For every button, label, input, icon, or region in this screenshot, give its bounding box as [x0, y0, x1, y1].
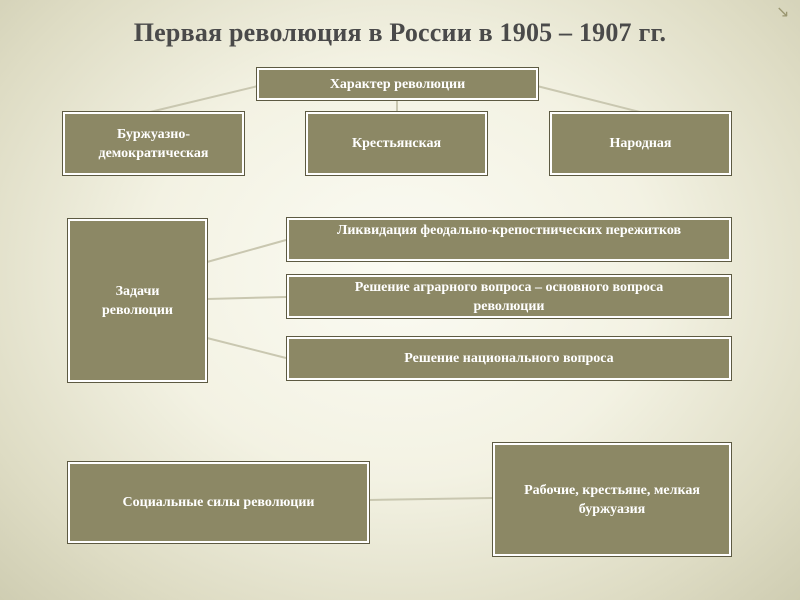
task-item-label: Решение аграрного вопроса – основного во…	[354, 280, 664, 314]
task-item-label: Ликвидация феодально-крепостнических пер…	[336, 223, 682, 238]
connector-tasks-2	[206, 296, 287, 300]
forces-header-label: Социальные силы революции	[122, 495, 315, 510]
connector-tasks-1	[206, 239, 287, 263]
connector-forces	[368, 497, 493, 501]
character-header-box: Характер революции	[256, 67, 539, 101]
task-item-label: Решение национального вопроса	[404, 351, 614, 366]
tasks-header-box: Задачи революции	[67, 218, 208, 383]
character-item-popular: Народная	[549, 111, 732, 176]
connector-character-left	[149, 85, 259, 113]
character-item-label: Народная	[609, 136, 672, 151]
forces-value-label: Рабочие, крестьяне, мелкая буржуазия	[524, 482, 700, 517]
task-item-feudal-remnants: Ликвидация феодально-крепостнических пер…	[286, 217, 732, 262]
character-item-bourgeois-democratic: Буржуазно-демократическая	[62, 111, 245, 176]
character-header-label: Характер революции	[329, 76, 466, 92]
task-item-national-question: Решение национального вопроса	[286, 336, 732, 381]
page-title: Первая революция в России в 1905 – 1907 …	[133, 18, 667, 47]
connector-character-right	[536, 85, 641, 113]
corner-arrow-icon: ↘	[776, 2, 790, 21]
forces-value-box: Рабочие, крестьяне, мелкая буржуазия	[492, 442, 732, 557]
character-item-peasant: Крестьянская	[305, 111, 488, 176]
connector-tasks-3	[206, 337, 287, 359]
task-item-agrarian-question: Решение аграрного вопроса – основного во…	[286, 274, 732, 319]
character-item-label: Крестьянская	[351, 136, 442, 151]
character-item-label: Буржуазно-демократическая	[98, 126, 209, 161]
tasks-header-label: Задачи революции	[101, 283, 174, 318]
forces-header-box: Социальные силы революции	[67, 461, 370, 544]
